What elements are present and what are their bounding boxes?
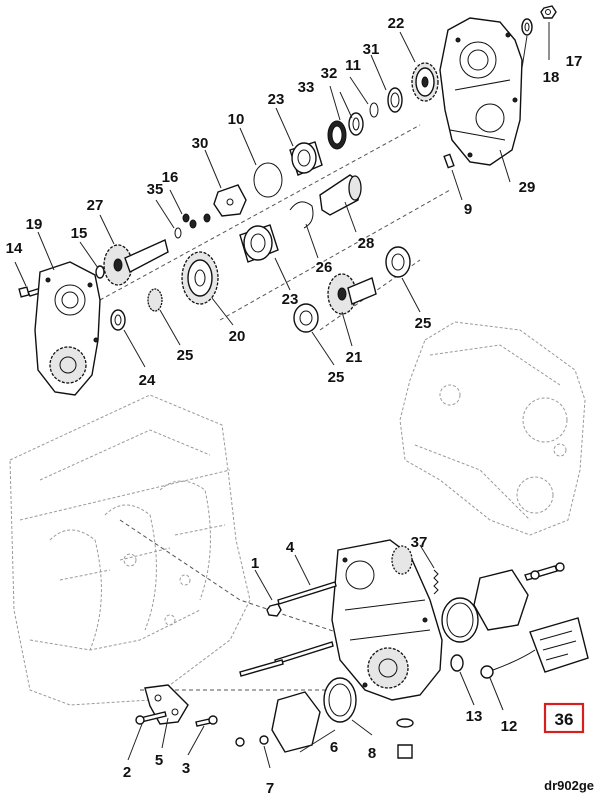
pin-16 [182, 213, 211, 229]
callout-5: 5 [155, 752, 163, 769]
callout-11: 11 [345, 57, 361, 74]
callout-7: 7 [266, 780, 274, 797]
callout-34: 33 [298, 79, 315, 96]
engine-block-outline [9, 394, 251, 706]
shaft-30 [319, 174, 362, 216]
plate-31 [213, 184, 247, 217]
callout-25-lower: 25 [328, 369, 345, 386]
gear-28 [103, 239, 169, 286]
spring-37 [433, 569, 439, 595]
callout-36: 36 [555, 710, 574, 729]
callout-21: 21 [346, 349, 363, 366]
callout-23-upper: 23 [268, 91, 285, 108]
callout-9: 9 [464, 201, 472, 218]
callout-4: 4 [286, 539, 295, 556]
washer-33 [348, 112, 364, 136]
sender-12 [480, 649, 536, 679]
washer-15 [95, 265, 105, 279]
bolt-3 [195, 715, 218, 727]
callout-18: 18 [543, 69, 560, 86]
cover-plate-right [473, 569, 529, 631]
callout-13: 13 [466, 708, 483, 725]
snap-ring-26 [289, 201, 314, 229]
gear-22 [411, 62, 439, 102]
callout-23-lower: 23 [282, 291, 299, 308]
callout-31: 30 [192, 135, 209, 152]
callout-33: 32 [321, 65, 338, 82]
rear-housing-outline [399, 321, 586, 536]
callout-27: 25 [177, 347, 194, 364]
gear-21 [327, 273, 377, 315]
callout-1: 1 [251, 555, 259, 572]
washer-13 [450, 654, 464, 672]
bearing-32 [387, 87, 403, 113]
callout-26: 26 [316, 259, 333, 276]
bolt-7 [235, 735, 269, 747]
plug-bottom [396, 718, 414, 759]
nut-1 [266, 603, 282, 617]
callout-16: 16 [162, 169, 179, 186]
callout-15: 15 [71, 225, 88, 242]
callout-24: 24 [139, 372, 156, 389]
callout-32: 31 [363, 41, 380, 58]
callout-6: 6 [330, 739, 338, 756]
callout-14: 14 [6, 240, 23, 257]
studs-4 [239, 581, 337, 677]
callout-22: 22 [388, 15, 405, 32]
snap-ring-10 [253, 162, 283, 198]
callout-37: 37 [411, 534, 428, 551]
cover-6 [271, 691, 321, 753]
bearing-23-lower [239, 224, 279, 263]
callout-12: 12 [501, 718, 518, 735]
label-36 [529, 617, 589, 673]
callout-28: 27 [87, 197, 104, 214]
pump-gearbox-assembly [331, 539, 443, 701]
leader-lines [14, 22, 550, 769]
ring-11 [369, 102, 379, 118]
callout-30: 28 [358, 235, 375, 252]
washer-24 [110, 309, 126, 331]
callout-2: 2 [123, 764, 131, 781]
dowel-pin-9 [443, 153, 455, 169]
front-gear-housing [439, 17, 523, 166]
gasket-cover-upper [441, 597, 479, 643]
seal-34 [327, 120, 347, 150]
callout-35: 35 [147, 181, 164, 198]
callout-20: 20 [229, 328, 246, 345]
callout-19: 19 [26, 216, 43, 233]
ring-35 [174, 227, 182, 239]
highlight-box-36: 36 [543, 702, 585, 734]
bearing-25-lower [293, 303, 319, 333]
callout-3: 3 [182, 760, 190, 777]
callout-10: 10 [228, 111, 245, 128]
bolt-top-right [524, 562, 565, 581]
callout-labels: 22 17 18 31 32 11 33 23 10 30 29 9 28 26… [6, 15, 583, 797]
bolt-2 [135, 711, 167, 725]
bearing-23-upper [289, 141, 323, 176]
drawing-code: dr902ge [544, 778, 594, 793]
ring-27 [147, 288, 163, 312]
callout-17: 17 [566, 53, 583, 70]
bearing-25-upper [385, 246, 411, 278]
gasket-8 [323, 677, 357, 723]
nut-17 [540, 5, 557, 19]
callout-29: 29 [519, 179, 536, 196]
callout-8: 8 [368, 745, 376, 762]
seal-ring-18 [521, 18, 533, 36]
front-cover-19 [34, 261, 101, 396]
gear-20 [181, 251, 219, 305]
callout-25-upper: 25 [415, 315, 432, 332]
